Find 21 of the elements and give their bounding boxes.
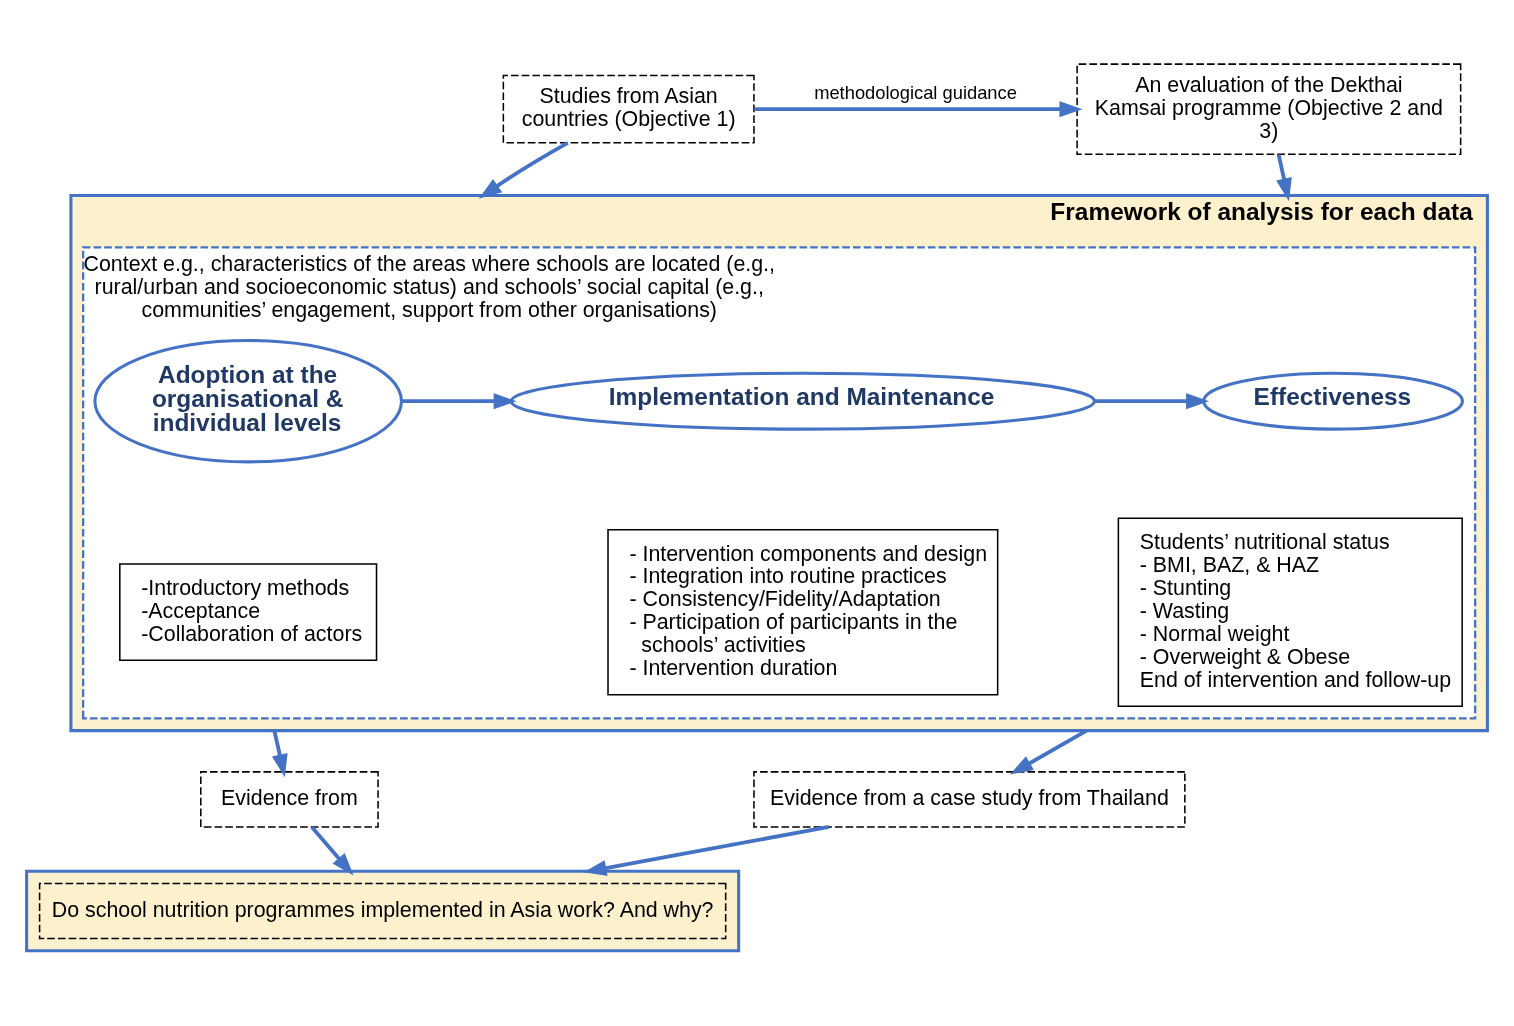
- node-box: -Introductory methods -Acceptance -Collaboration of actors: [119, 562, 378, 661]
- arrow: [754, 100, 1083, 117]
- edge-label: methodological guidance: [814, 81, 1017, 103]
- arrow: [1276, 153, 1292, 201]
- cluster: [25, 869, 741, 952]
- node-box: Do school nutrition programmes implemented in Asia work? And why?: [38, 882, 727, 939]
- node-box: Students’ nutritional status - BMI, BAZ, & HAZ - Stunting - Wasting - Normal weight - Overweight & Obese End of intervention and follow-up: [1117, 516, 1463, 707]
- arrow: [1094, 392, 1210, 409]
- arrow: [583, 824, 830, 876]
- node-box: - Intervention components and design - Integration into routine practices - Consistency/Fidelity/Adaptation - Participation of participants in the schools’ activities - Intervention duration: [607, 528, 999, 695]
- node-box: Evidence from a case study from Thailand: [753, 770, 1186, 828]
- node-ellipse: Implementation and Maintenance: [509, 371, 1096, 431]
- arrow: [402, 392, 517, 409]
- node-box: An evaluation of the Dekthai Kamsai programme (Objective 2 and 3): [1076, 62, 1462, 155]
- node-box: Evidence from: [200, 770, 379, 828]
- node-ellipse: Adoption at the organisational & individual levels: [93, 338, 403, 463]
- node-box: Studies from Asian countries (Objective 1): [502, 74, 755, 144]
- node-ellipse: Effectiveness: [1202, 371, 1465, 431]
- arrow: [271, 729, 288, 777]
- arrow: [310, 825, 354, 876]
- arrow: [478, 140, 569, 199]
